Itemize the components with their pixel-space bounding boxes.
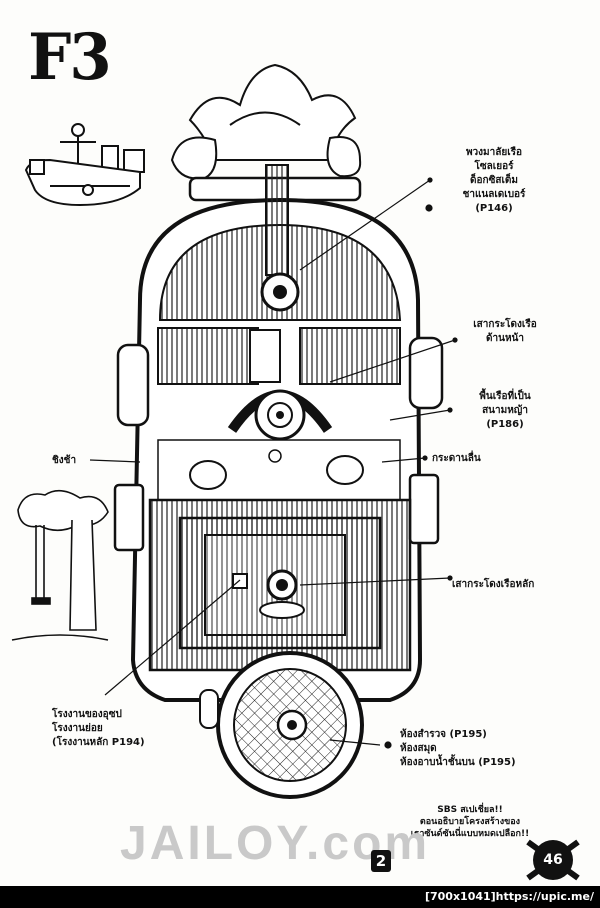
foremast-wheel xyxy=(227,389,333,441)
label-swing: ชิงช้า xyxy=(52,455,77,466)
stern-round-deck xyxy=(199,651,364,799)
lion-figurehead xyxy=(170,63,362,180)
label-slide: กระดานลื่น xyxy=(432,453,481,464)
page-badge-number: 46 xyxy=(543,852,563,868)
skull-badge-icon xyxy=(526,839,580,881)
mainmast xyxy=(232,569,305,619)
footer-link[interactable]: [700x1041]https://upic.me/ xyxy=(424,890,594,903)
swing-tree-sketch xyxy=(11,489,109,641)
page-number: 2 xyxy=(371,850,391,872)
ship-side-thumbnail xyxy=(24,123,145,207)
label-foremast: เสากระโดงเรือ ด้านหน้า xyxy=(473,319,537,344)
label-lion-head-helm: พวงมาลัยเรือ โซลเยอร์ ด็อกซิสเต็ม ชาแนลเ… xyxy=(462,147,526,214)
footer-bar: [700x1041]https://upic.me/ xyxy=(0,886,600,908)
label-rooms: ห้องสำรวจ (P195) ห้องสมุด ห้องอาบน้ำชั้น… xyxy=(400,729,516,768)
sbs-caption: SBS สเปเชี่ยล!! ตอนอธิบายโครงสร้างของ เธ… xyxy=(410,805,530,839)
label-lawn-deck: พื้นเรือที่เป็น สนามหญ้า (P186) xyxy=(479,391,531,430)
label-workshop: โรงงานของอุซป โรงงานย่อย (โรงงานหลัก P19… xyxy=(52,709,145,748)
label-mainmast: เสากระโดงเรือหลัก xyxy=(452,579,535,590)
page-title: F3 xyxy=(28,20,112,95)
